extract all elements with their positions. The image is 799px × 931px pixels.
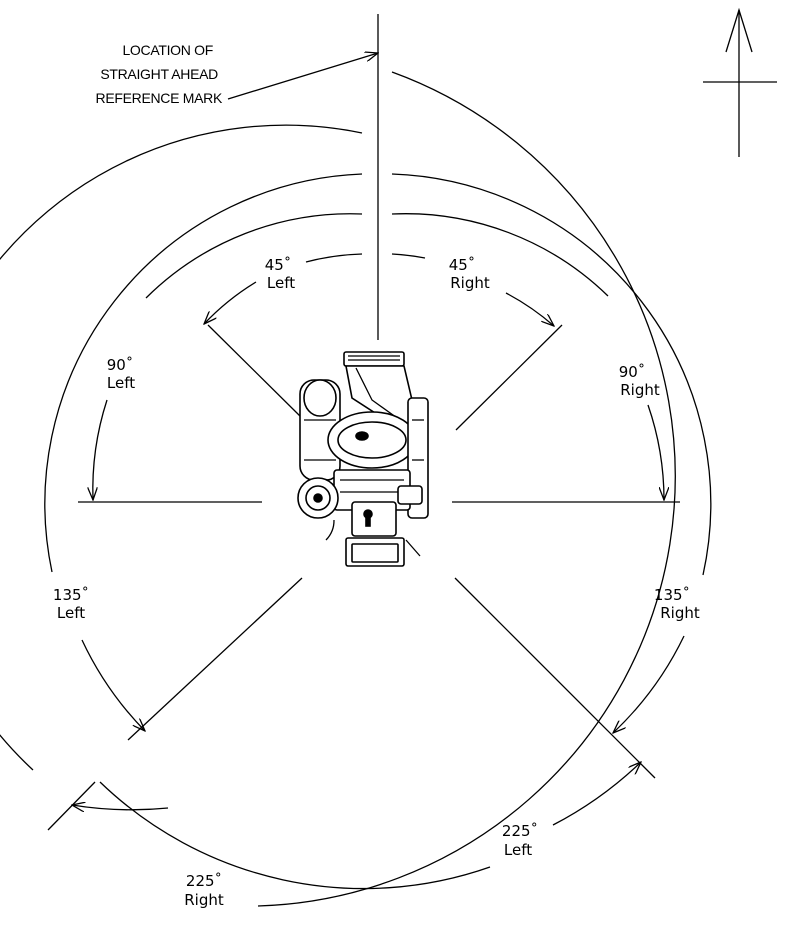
reference-label-line-2: STRAIGHT AHEAD <box>100 66 218 82</box>
arc-45-right <box>391 253 426 259</box>
label-45-right-angle: 45˚ <box>449 256 476 274</box>
arc-90-left <box>145 213 363 299</box>
radial-line-135-left <box>127 577 303 741</box>
label-90-right-side: Right <box>620 381 660 399</box>
label-90-right-angle: 90˚ <box>619 363 646 381</box>
radial-line-225-right <box>47 781 96 831</box>
label-90-left-angle: 90˚ <box>107 356 134 374</box>
arc-225-left <box>99 781 491 890</box>
radial-line-45-left <box>207 324 303 419</box>
arc-225-left-arrow <box>552 762 641 826</box>
reference-label-line-1: LOCATION OF <box>122 42 213 58</box>
direction-arcs <box>0 71 712 907</box>
arc-45-left-arrow <box>204 281 257 324</box>
label-135-left-side: Left <box>57 604 85 622</box>
label-225-right-side: Right <box>184 891 224 909</box>
radial-lines <box>47 324 680 831</box>
arc-90-right-arrow <box>647 404 664 500</box>
label-135-left-angle: 135˚ <box>53 586 89 604</box>
arc-135-left-arrow <box>81 639 145 731</box>
arc-135-right-arrow <box>613 635 685 733</box>
arc-45-left <box>305 253 363 263</box>
reference-label: LOCATION OF STRAIGHT AHEAD REFERENCE MAR… <box>96 42 224 106</box>
label-135-right-side: Right <box>660 604 700 622</box>
label-90-left-side: Left <box>107 374 135 392</box>
label-225-left-side: Left <box>504 841 532 859</box>
arc-45-right-arrow <box>505 292 554 326</box>
outboard-engine-illustration <box>297 351 429 567</box>
arc-135-left <box>44 173 363 573</box>
arc-90-right <box>391 213 609 297</box>
label-45-left-angle: 45˚ <box>265 256 292 274</box>
reference-label-line-3: REFERENCE MARK <box>96 90 223 106</box>
radial-line-45-right <box>455 324 563 431</box>
arc-135-right <box>391 173 712 576</box>
radial-line-135-right <box>454 577 656 779</box>
label-225-left-angle: 225˚ <box>502 822 538 840</box>
label-225-right-angle: 225˚ <box>186 872 222 890</box>
reference-leader-line <box>227 53 378 100</box>
rotation-labels: 45˚ Left 45˚ Right 90˚ Left 90˚ Right 13… <box>53 256 700 909</box>
label-45-right-side: Right <box>450 274 490 292</box>
arc-outer-left <box>0 124 363 771</box>
label-45-left-side: Left <box>267 274 295 292</box>
arc-outer-right <box>257 71 676 907</box>
arc-225-right-arrow <box>72 805 169 810</box>
label-135-right-angle: 135˚ <box>654 586 690 604</box>
arc-90-left-arrow <box>93 399 108 500</box>
north-arrow-icon <box>703 7 777 157</box>
